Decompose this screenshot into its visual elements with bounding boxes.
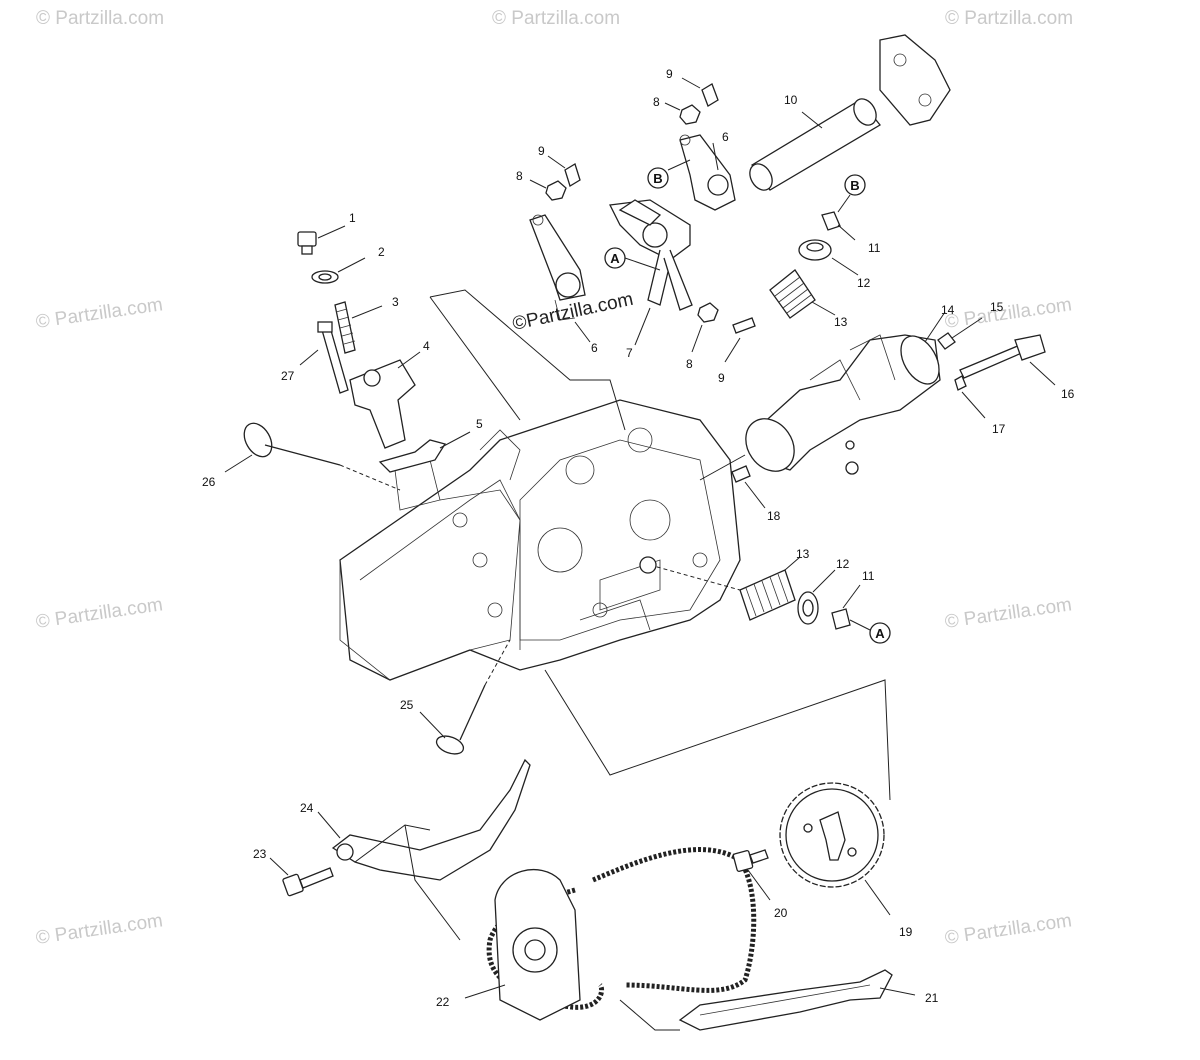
part-11-keeper: [821, 211, 856, 241]
part-20-bolt: [732, 849, 771, 901]
callout-3: 3: [392, 295, 399, 309]
callout-7: 7: [626, 346, 633, 360]
crank-sprocket: [464, 869, 581, 1021]
rocker-bracket: [879, 34, 951, 126]
part-11-keeper-lower: [831, 584, 861, 630]
callout-14: 14: [941, 303, 955, 317]
callout-20: 20: [774, 906, 788, 920]
callout-23: 23: [253, 847, 267, 861]
callout-10: 10: [784, 93, 798, 107]
part-26-valve: [224, 422, 341, 473]
part-5-gasket: [378, 431, 471, 473]
part-16-bolt: [959, 334, 1056, 386]
callout-9: 9: [538, 144, 545, 158]
part-9-adjuster: [547, 155, 581, 187]
callout-15: 15: [990, 300, 1004, 314]
callout-24: 24: [300, 801, 314, 815]
callout-9: 9: [666, 67, 673, 81]
part-19-cam-sprocket: [779, 782, 891, 916]
callout-27: 27: [281, 369, 295, 383]
callout-13: 13: [834, 315, 848, 329]
callout-13: 13: [796, 547, 810, 561]
callout-18: 18: [767, 509, 781, 523]
callout-19: 19: [899, 925, 913, 939]
part-8-nut: [529, 179, 567, 201]
part-9-adjuster: [681, 77, 719, 107]
part-6-rocker-arm-left: [529, 214, 586, 321]
callout-5: 5: [476, 417, 483, 431]
part-10-shaft: [749, 98, 881, 191]
watermark: © Partzilla.com: [492, 8, 621, 29]
part-9-adjuster: [724, 317, 756, 363]
callout-22: 22: [436, 995, 450, 1009]
callout-11: 11: [862, 569, 875, 583]
callout-26: 26: [202, 475, 216, 489]
part-15-pin: [937, 317, 983, 350]
part-14-camshaft: [745, 311, 946, 475]
callout-16: 16: [1061, 387, 1075, 401]
callout-21: 21: [925, 991, 939, 1005]
svg-text:A: A: [875, 626, 885, 641]
part-6-rocker-arm: [679, 134, 736, 211]
part-8-nut: [691, 302, 719, 353]
callout-12: 12: [836, 557, 850, 571]
callout-2: 2: [378, 245, 385, 259]
svg-text:B: B: [653, 171, 662, 186]
part-25-valve: [419, 684, 486, 755]
callout-8: 8: [686, 357, 693, 371]
part-13-spring: [769, 269, 836, 319]
svg-text:A: A: [610, 251, 620, 266]
callout-25: 25: [400, 698, 414, 712]
watermark: © Partzilla.com: [36, 8, 165, 29]
part-13-spring-lower: [739, 556, 801, 621]
part-21-chain-guide: [678, 969, 916, 1031]
part-27-bolt: [299, 321, 349, 394]
callout-8: 8: [653, 95, 660, 109]
part-18-dowel: [731, 465, 766, 509]
callout-11: 11: [868, 241, 881, 255]
callout-6: 6: [722, 130, 729, 144]
part-12-retainer-lower: [797, 569, 836, 625]
watermark: © Partzilla.com: [945, 8, 1074, 29]
part-3-spring: [334, 301, 383, 354]
part-1-bolt: [297, 225, 346, 255]
part-7-leader: [634, 307, 651, 346]
callout-labels: 1 2 3 4 5 6 6 7 8 8 8 9 9 9 10 11 11 12 …: [202, 67, 1075, 1009]
callout-12: 12: [857, 276, 871, 290]
part-24-chain-guide: [317, 758, 531, 881]
callout-1: 1: [349, 211, 356, 225]
part-4-tensioner: [349, 351, 421, 449]
part-8-nut: [664, 102, 701, 125]
callout-17: 17: [992, 422, 1006, 436]
reference-marker-B: B: [837, 174, 866, 213]
part-12-retainer: [798, 239, 859, 276]
callout-4: 4: [423, 339, 430, 353]
reference-marker-B: B: [647, 159, 691, 189]
svg-text:B: B: [850, 178, 859, 193]
callout-8: 8: [516, 169, 523, 183]
part-2-washer: [311, 257, 366, 284]
rocker-arm-center: [609, 199, 693, 311]
callout-9: 9: [718, 371, 725, 385]
part-17-washer: [954, 375, 986, 419]
callout-6: 6: [591, 341, 598, 355]
reference-marker-A: A: [869, 622, 891, 644]
part-23-bolt: [269, 857, 334, 897]
reference-marker-A: A: [604, 247, 661, 271]
